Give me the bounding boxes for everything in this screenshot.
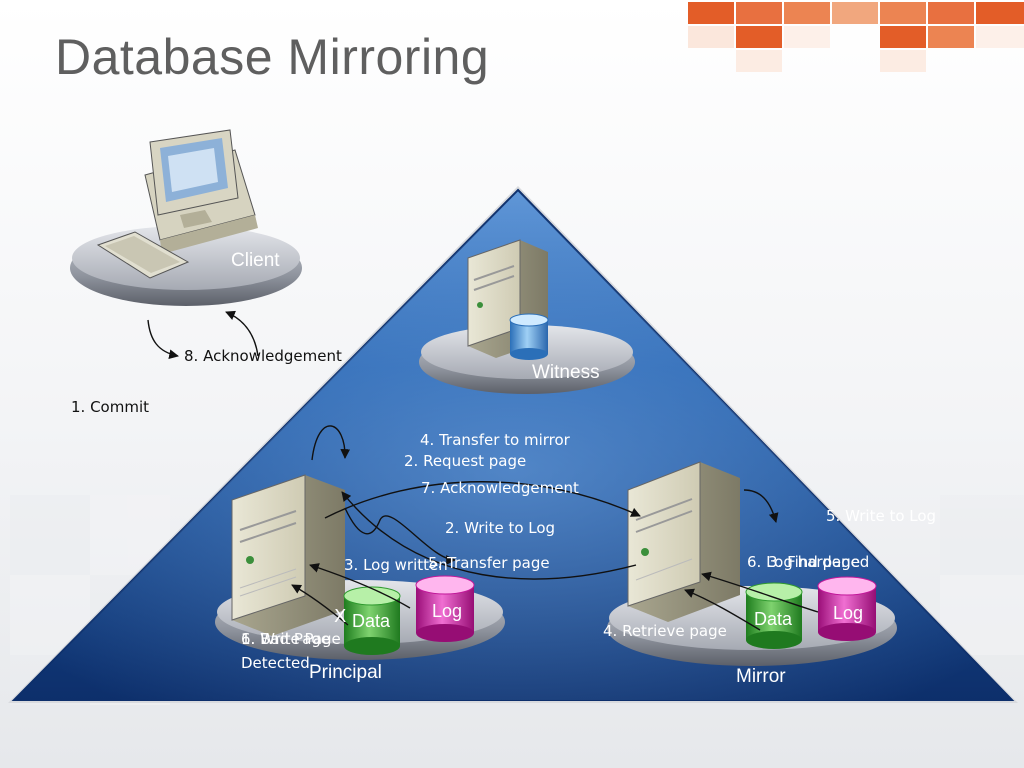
arrow-client-down — [147, 319, 179, 360]
step-log-written: 3. Log written — [344, 556, 448, 574]
principal-node — [215, 474, 505, 660]
step-transfer-page: 5. Transfer page — [428, 554, 550, 572]
step-request-page: 2. Request page — [404, 452, 527, 470]
principal-label: Principal — [309, 662, 382, 683]
computer-icon — [144, 129, 258, 254]
mirror-log-label: Log — [833, 603, 864, 623]
step-transfer-to-mirror: 4. Transfer to mirror — [420, 431, 570, 449]
arrow-mirror-data-to-server — [684, 588, 761, 631]
step-find-page: 3. Find page — [768, 553, 861, 571]
step-write-page: 6. Write Page — [241, 630, 341, 648]
client-node — [70, 129, 302, 306]
mirror-node — [607, 461, 897, 666]
step-commit-1: 1. Commit — [71, 398, 150, 416]
step-detected: Detected — [241, 654, 310, 672]
arrow-log-to-server — [309, 563, 411, 609]
principal-log-cylinder — [415, 575, 475, 642]
step-write-to-log-2: 2. Write to Log — [445, 519, 556, 537]
step-acknowledgement-8: 8. Acknowledgement — [184, 347, 342, 365]
arrow-principal-squiggle — [344, 507, 456, 565]
principal-data-cylinder — [343, 586, 401, 655]
step-log-hardened: 6. Log hardened — [747, 553, 870, 571]
server-icon — [627, 461, 740, 622]
principal-data-label: Data — [352, 611, 391, 631]
failure-mark: X — [334, 606, 347, 627]
step-write-to-log-5: 5. Write to Log — [826, 507, 937, 525]
step-bad-page: 1. Bad Page — [241, 630, 331, 648]
step-retrieve-page: 4. Retrieve page — [603, 622, 727, 640]
mirror-log-cylinder — [817, 576, 877, 641]
header-tile-strip — [688, 2, 1024, 72]
database-icon — [509, 313, 549, 360]
arrow-commit-loop — [311, 425, 351, 461]
arrow-data-to-server — [291, 584, 349, 626]
page-title: Database Mirroring — [55, 29, 490, 85]
witness-label: Witness — [532, 362, 600, 383]
mirror-data-cylinder — [745, 582, 803, 649]
arrow-mirror-to-principal — [341, 491, 637, 580]
keyboard-icon — [96, 231, 190, 279]
arrow-client-up — [225, 310, 259, 357]
mirror-data-label: Data — [754, 609, 793, 629]
mirror-label: Mirror — [736, 666, 786, 687]
server-icon — [231, 474, 345, 636]
principal-log-label: Log — [432, 601, 463, 621]
witness-node — [419, 239, 635, 394]
step-acknowledgement-7: 7. Acknowledgement — [421, 479, 579, 497]
flow-arrows — [147, 310, 819, 631]
arrow-mirror-loop — [743, 489, 779, 523]
arrow-principal-to-mirror — [324, 481, 641, 519]
client-label: Client — [231, 250, 280, 271]
arrow-mirror-log-to-server — [701, 571, 819, 613]
